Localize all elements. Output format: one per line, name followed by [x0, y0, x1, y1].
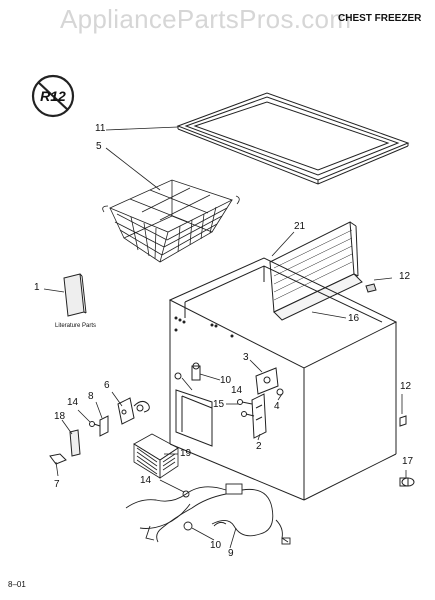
callout-11: 11	[95, 123, 106, 134]
callout-21: 21	[294, 221, 306, 232]
shelf-clip-part	[365, 283, 377, 293]
callout-14-center: 14	[231, 385, 243, 396]
wire-basket-part	[102, 179, 240, 263]
literature-parts-label: Literature Parts	[55, 323, 97, 329]
watermark: AppliancePartsPros.com	[60, 4, 352, 34]
footer-code: 8–01	[8, 580, 26, 589]
callout-17: 17	[402, 456, 414, 467]
callout-5: 5	[96, 141, 102, 152]
divider-panel-part	[269, 221, 363, 321]
callout-14-bottom: 14	[140, 475, 152, 486]
callout-3: 3	[243, 352, 249, 363]
diagram-title: CHEST FREEZER	[338, 13, 422, 24]
callout-7: 7	[54, 479, 60, 490]
callout-1: 1	[34, 282, 40, 293]
thermostat-part	[251, 367, 284, 439]
callout-8: 8	[88, 391, 94, 402]
callout-6: 6	[104, 380, 110, 391]
callout-4: 4	[274, 401, 280, 412]
r12-badge-icon: R12	[31, 74, 75, 118]
lid-gasket-part	[176, 92, 410, 185]
literature-booklet-part	[63, 273, 87, 317]
callout-9: 9	[228, 548, 234, 559]
relay-part	[191, 362, 201, 381]
wiring-harness-part	[125, 483, 291, 545]
drain-plug-part	[399, 415, 415, 487]
screw-part	[174, 372, 255, 417]
badge-text: R12	[40, 88, 66, 104]
relay-assembly-part	[49, 397, 150, 465]
callout-12-top: 12	[399, 271, 411, 282]
callout-12-side: 12	[400, 381, 412, 392]
callout-10-bottom: 10	[210, 540, 222, 551]
callout-15: 15	[213, 399, 225, 410]
callout-10-top: 10	[220, 375, 232, 386]
callout-18: 18	[54, 411, 66, 422]
freezer-cabinet-part	[168, 257, 398, 501]
callout-2: 2	[256, 441, 262, 452]
callout-19: 19	[180, 448, 192, 459]
leader-lines	[43, 126, 407, 549]
callout-14-left: 14	[67, 397, 79, 408]
vent-grille-part	[133, 433, 179, 479]
callout-16: 16	[348, 313, 360, 324]
